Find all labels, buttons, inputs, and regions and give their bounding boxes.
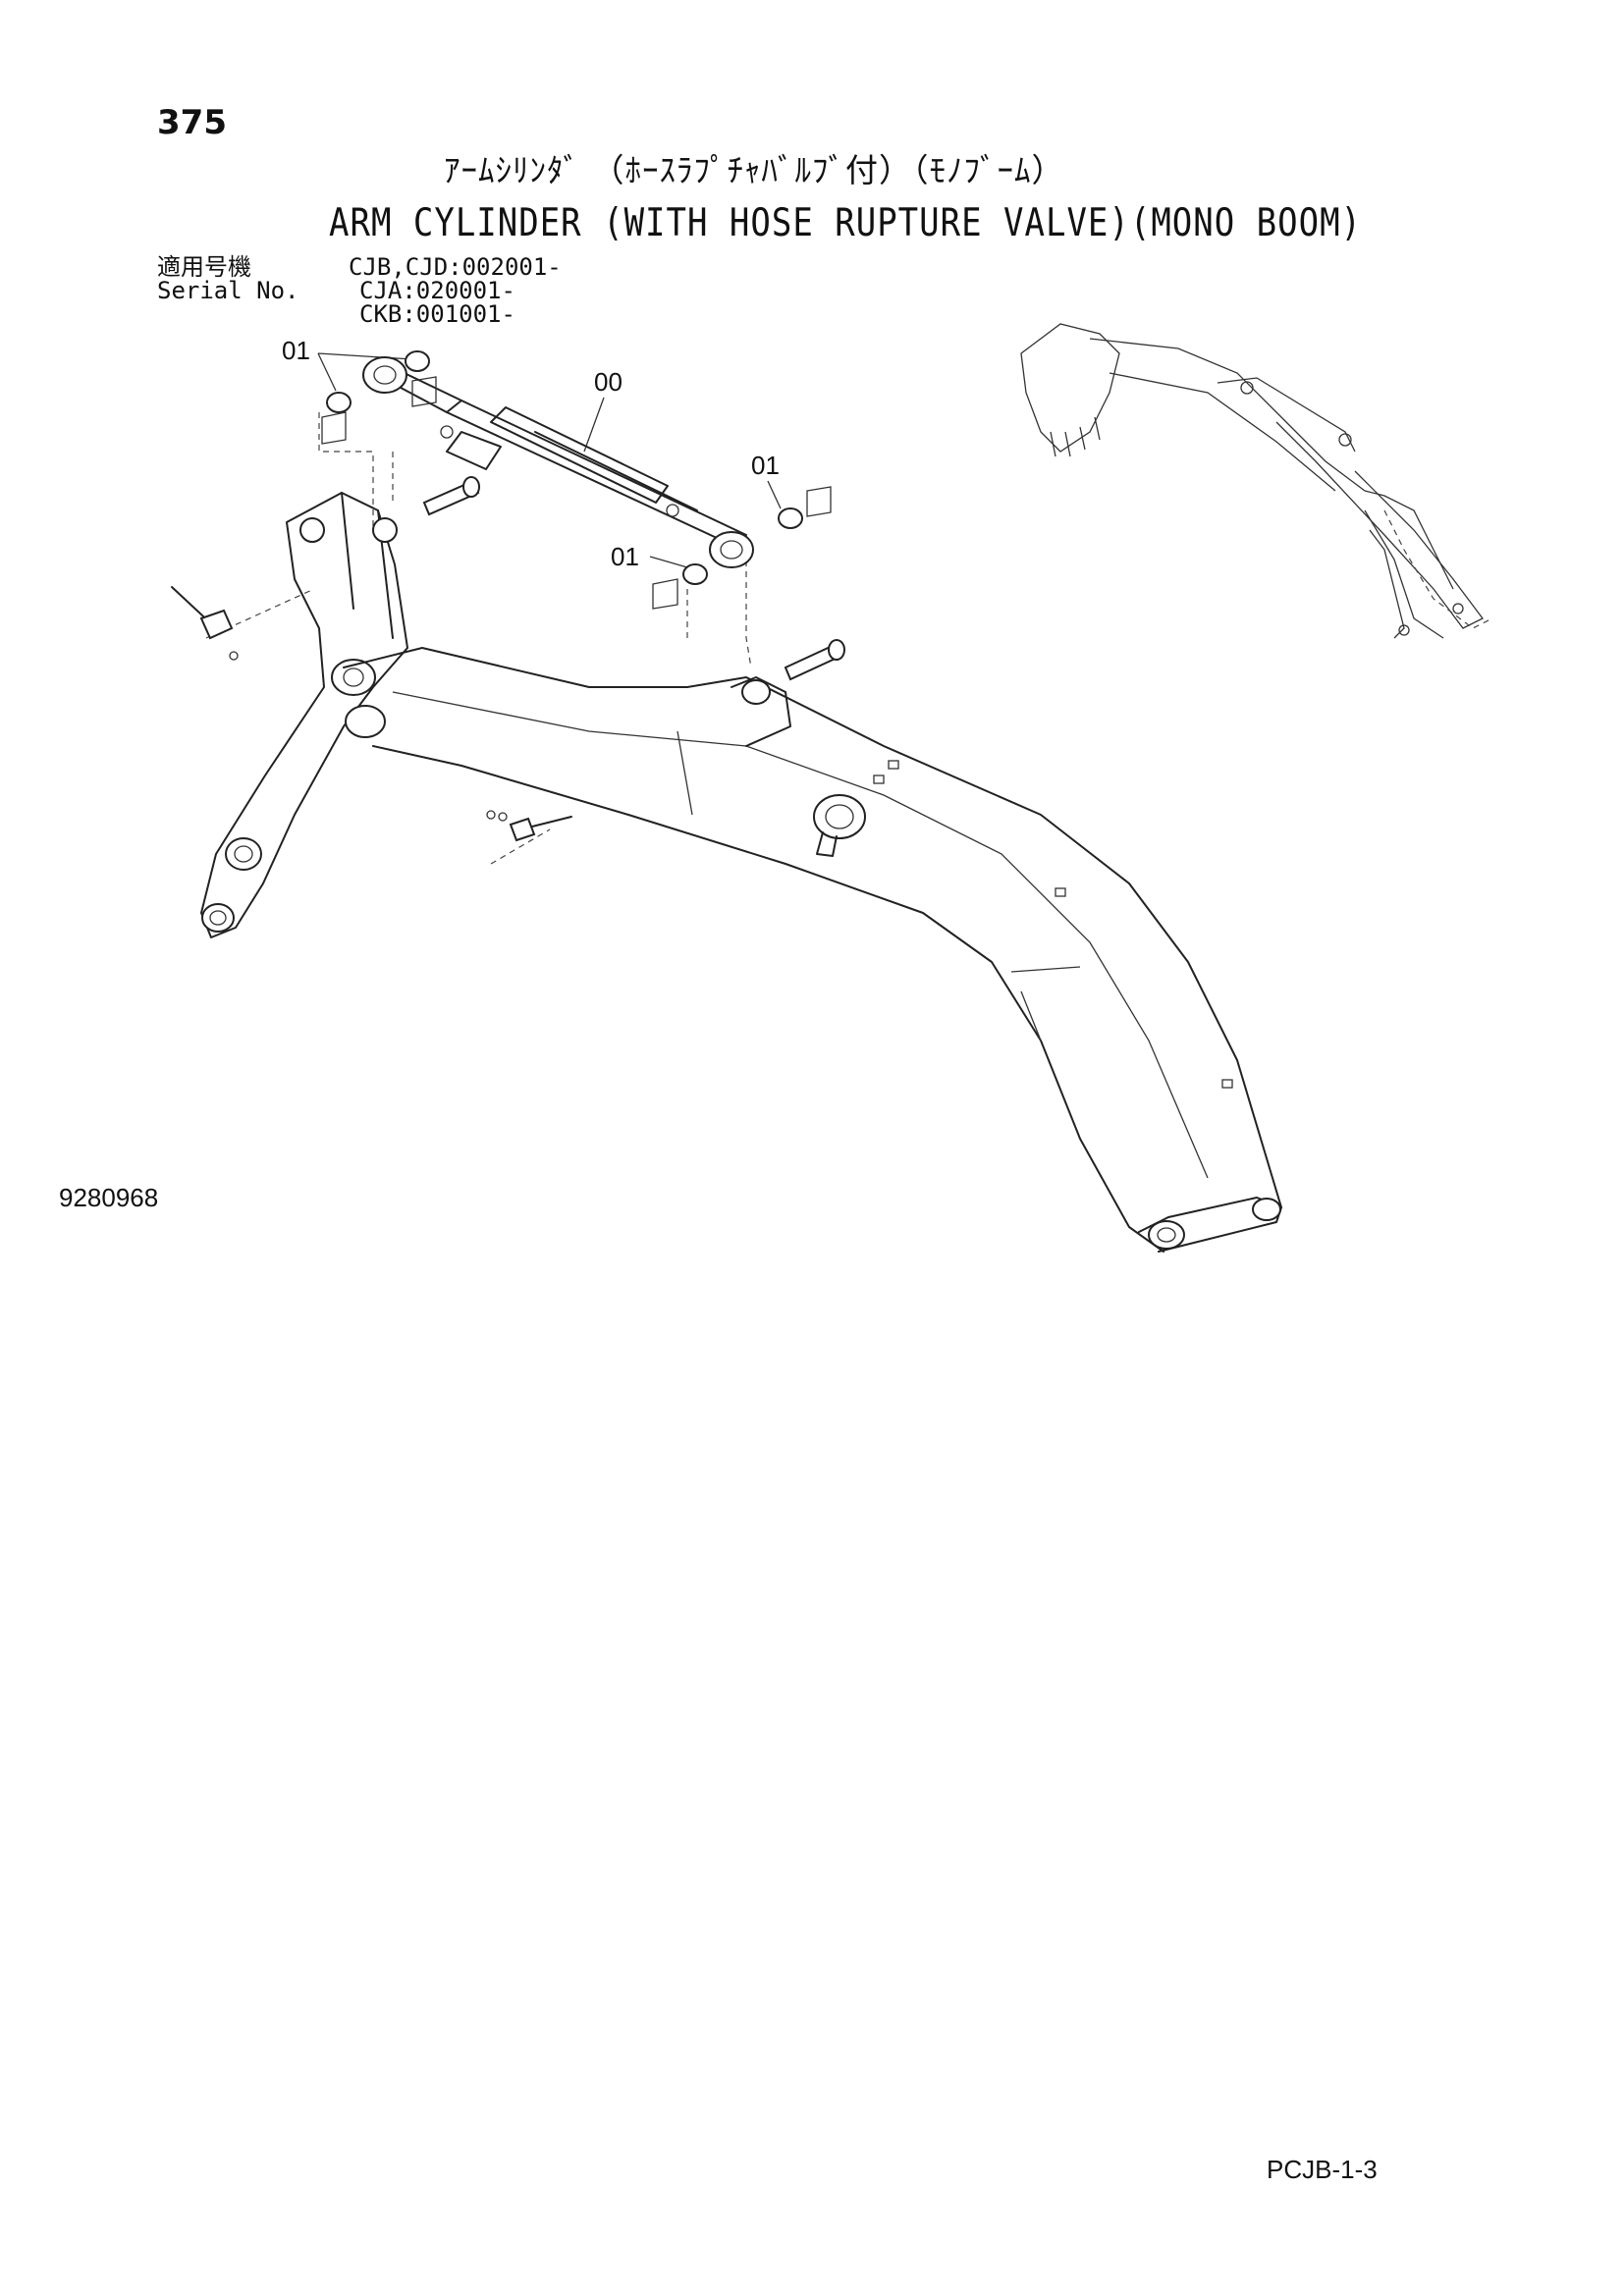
serial-range: CJA:020001- — [359, 277, 515, 304]
page-code: PCJB-1-3 — [1267, 2155, 1378, 2184]
leader-lines — [317, 352, 782, 568]
assembly-guide-lines — [205, 412, 752, 865]
serial-range: CJB,CJD:002001- — [349, 253, 562, 281]
page-number: 375 — [157, 103, 227, 142]
pins — [422, 476, 845, 681]
serial-range: CKB:001001- — [359, 300, 515, 328]
boom — [200, 492, 1282, 1253]
serial-label-english: Serial No. — [157, 277, 299, 304]
callout-label: 01 — [611, 542, 639, 571]
serial-label-japanese: 適用号機 — [157, 253, 251, 281]
arm-cylinder — [362, 356, 754, 568]
title-japanese: ｱｰﾑｼﾘﾝﾀﾞ （ﾎｰｽﾗﾌﾟﾁｬﾊﾞﾙﾌﾞ付）（ﾓﾉﾌﾞｰﾑ） — [444, 151, 1065, 189]
title-english: ARM CYLINDER (WITH HOSE RUPTURE VALVE)(M… — [329, 200, 1363, 246]
overview-illustration — [1020, 323, 1493, 639]
drawing-number: 9280968 — [59, 1183, 159, 1212]
callout-label: 01 — [282, 336, 310, 365]
bushings — [321, 350, 832, 610]
callout-label: 01 — [751, 451, 780, 480]
callout-label: 00 — [594, 367, 623, 397]
bolts — [171, 586, 572, 842]
